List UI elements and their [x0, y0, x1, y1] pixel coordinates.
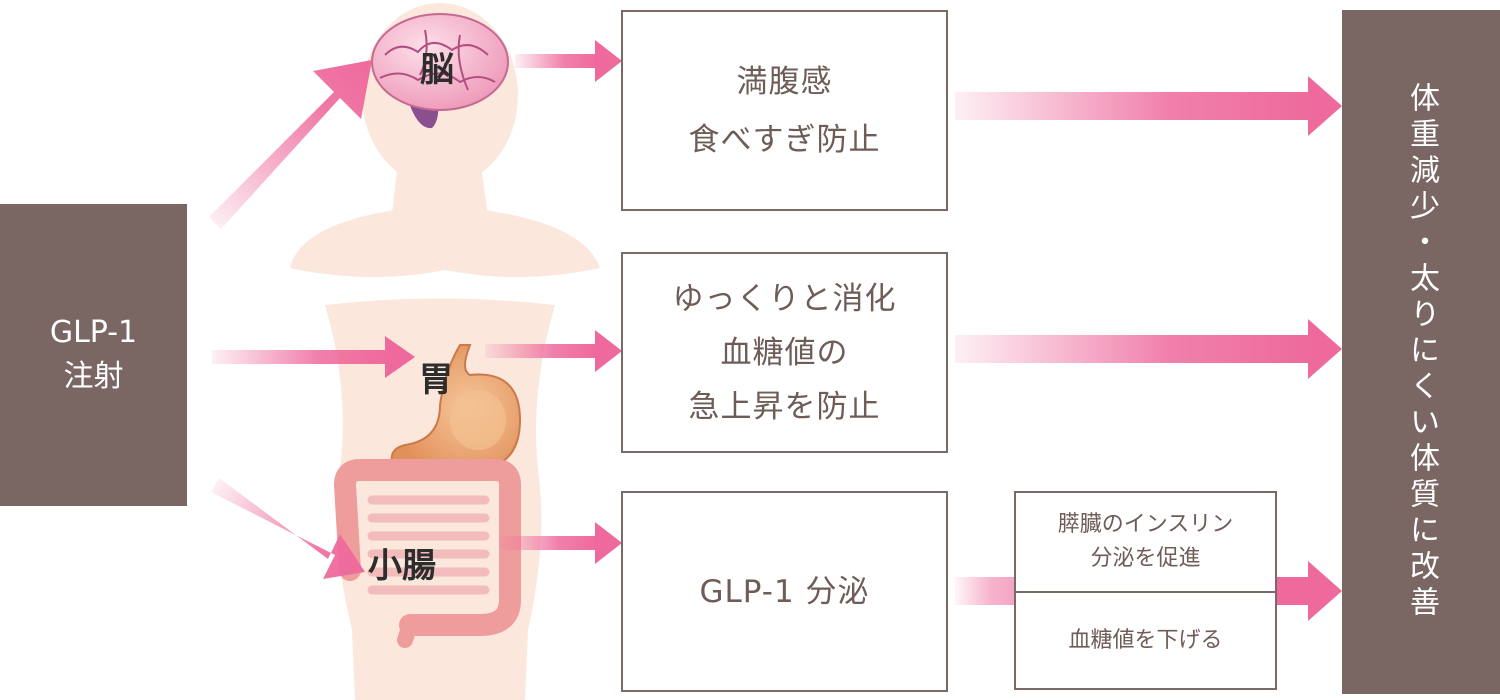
- arrow-to-intestine: [211, 478, 365, 579]
- arrow-to-brain: [209, 60, 372, 229]
- digestion-line-3: 急上昇を防止: [688, 388, 881, 425]
- organ-label-brain: 脳: [420, 50, 454, 90]
- secretion-label: GLP-1 分泌: [699, 573, 870, 610]
- insulin-top: 膵臓のインスリン 分泌を促進: [1016, 493, 1275, 593]
- arrow-brain-to-satiety-shaft: [515, 54, 597, 68]
- arrow-to-stomach-head: [385, 336, 415, 378]
- result-box: 体重減少・太りにくい体質に改善: [1342, 10, 1500, 694]
- brain-icon: [371, 13, 509, 129]
- result-label: 体重減少・太りにくい体質に改善: [1404, 82, 1439, 622]
- arrow-intestine-to-secretion-head: [595, 522, 622, 564]
- organ-label-stomach: 胃: [419, 360, 453, 400]
- intestine-icon: [333, 459, 521, 648]
- stomach-icon: [390, 344, 522, 472]
- insulin-bottom-line: 血糖値を下げる: [1068, 627, 1223, 653]
- digestion-line-2: 血糖値の: [720, 334, 849, 371]
- insulin-top-line-1: 膵臓のインスリン: [1057, 512, 1234, 537]
- arrow-insulin-to-result-shaft: [1276, 577, 1310, 605]
- insulin-top-line-2: 分泌を促進: [1090, 546, 1201, 571]
- glp1-label: GLP-1: [49, 315, 138, 350]
- secretion-box: GLP-1 分泌: [621, 491, 948, 692]
- arrow-digestion-to-result-shaft: [955, 335, 1310, 363]
- arrow-secretion-to-insulin: [955, 577, 1015, 605]
- arrow-stomach-to-digestion-head: [595, 330, 622, 372]
- injection-label: 注射: [63, 359, 124, 394]
- digestion-line-1: ゆっくりと消化: [672, 280, 897, 317]
- arrow-satiety-to-result-head: [1308, 76, 1342, 136]
- arrow-satiety-to-result-shaft: [955, 92, 1310, 120]
- arrow-stomach-to-digestion-shaft: [485, 344, 597, 358]
- satiety-box: 満腹感 食べすぎ防止: [621, 10, 948, 211]
- organ-label-intestine: 小腸: [368, 546, 436, 586]
- insulin-box: 膵臓のインスリン 分泌を促進 血糖値を下げる: [1014, 491, 1277, 690]
- arrow-intestine-to-secretion-shaft: [500, 536, 597, 550]
- satiety-line-1: 満腹感: [736, 63, 833, 100]
- digestion-box: ゆっくりと消化 血糖値の 急上昇を防止: [621, 252, 948, 453]
- arrow-brain-to-satiety-head: [595, 40, 622, 82]
- arrow-digestion-to-result-head: [1308, 319, 1342, 379]
- insulin-bottom: 血糖値を下げる: [1016, 593, 1275, 688]
- arrow-insulin-to-result-head: [1308, 561, 1342, 621]
- glp1-injection-box: GLP-1 注射: [0, 204, 187, 506]
- satiety-line-2: 食べすぎ防止: [688, 121, 881, 158]
- arrow-to-stomach-shaft: [212, 350, 387, 364]
